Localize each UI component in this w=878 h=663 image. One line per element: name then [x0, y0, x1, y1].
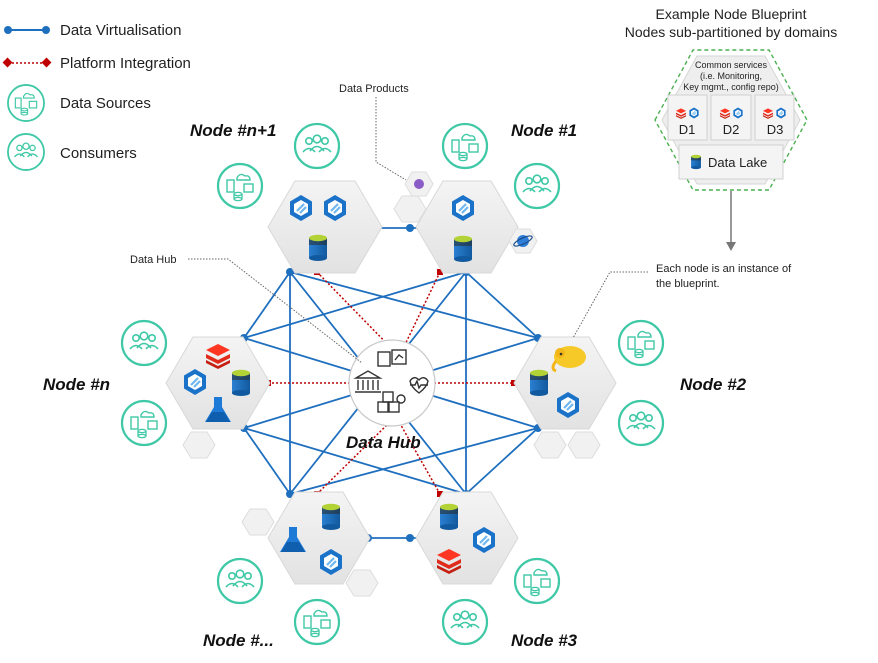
node-n [165, 336, 271, 459]
node-3 [415, 491, 519, 585]
legend-integration: Platform Integration [2, 55, 191, 72]
blueprint-note-line2: the blueprint. [656, 278, 720, 290]
bank-icon [353, 370, 383, 393]
data-lake-icon [691, 154, 701, 170]
blueprint-note: Each node is an instance of the blueprin… [572, 263, 792, 339]
legend-virtualisation: Data Virtualisation [4, 22, 181, 39]
domain-d2 [710, 94, 752, 141]
consumers-icon [216, 557, 264, 605]
data-product-icon [414, 179, 424, 189]
data-hub-label: Data Hub [346, 433, 421, 452]
node-1 [393, 171, 538, 274]
blueprint-title: Example Node Blueprint [656, 6, 807, 22]
arrow-down-icon [726, 242, 736, 251]
data-sources-icon [293, 598, 341, 646]
domain-d3-label: D3 [767, 122, 784, 137]
legend-consumers-label: Consumers [60, 145, 137, 162]
database-icon [322, 503, 340, 530]
data-products-label: Data Products [339, 83, 409, 95]
database-icon [530, 369, 548, 396]
node-dots [241, 491, 379, 597]
consumers-icon [617, 399, 665, 447]
node-dots-label: Node #... [203, 631, 274, 650]
blueprint-subtitle: Nodes sub-partitioned by domains [625, 24, 837, 40]
data-sources-icon [216, 162, 264, 210]
database-icon [232, 369, 250, 396]
node-n-plus-1 [267, 180, 383, 274]
legend-data-sources-label: Data Sources [60, 95, 151, 112]
domain-d3 [754, 94, 795, 141]
node-2 [513, 336, 617, 459]
data-products-callout: Data Products [339, 83, 409, 181]
blueprint-note-line1: Each node is an instance of [656, 263, 792, 275]
domain-d1 [667, 94, 708, 141]
legend-virtualisation-label: Data Virtualisation [60, 22, 181, 39]
node-blueprint: Example Node Blueprint Nodes sub-partiti… [625, 6, 837, 251]
data-sources-icon [7, 84, 45, 122]
consumers-icon [120, 319, 168, 367]
node-3-label: Node #3 [511, 631, 578, 650]
consumers-icon [293, 122, 341, 170]
domain-d1-label: D1 [679, 122, 696, 137]
legend-data-sources: Data Sources [7, 84, 151, 122]
cosmos-icon [517, 235, 529, 247]
data-hub [348, 339, 436, 427]
data-sources-icon [617, 319, 665, 367]
data-hub-callout: Data Hub [130, 254, 363, 364]
node-n-plus-1-label: Node #n+1 [190, 121, 276, 140]
consumers-icon [7, 133, 45, 171]
consumers-icon [441, 598, 489, 646]
data-hub-callout-label: Data Hub [130, 254, 176, 266]
data-sources-icon [120, 399, 168, 447]
database-icon [440, 503, 458, 530]
consumers-icon [513, 162, 561, 210]
node-1-label: Node #1 [511, 121, 577, 140]
legend: Data Virtualisation Platform Integration… [2, 22, 191, 171]
domain-d2-label: D2 [723, 122, 740, 137]
common-services-line1: Common services [695, 60, 768, 70]
health-icon [409, 377, 429, 394]
data-sources-icon [513, 557, 561, 605]
common-services-line3: Key mgmt., config repo) [683, 82, 779, 92]
report-icon [377, 351, 391, 367]
legend-consumers: Consumers [7, 133, 137, 171]
legend-integration-label: Platform Integration [60, 55, 191, 72]
data-lake-label: Data Lake [708, 155, 767, 170]
data-lake-box [678, 144, 784, 180]
database-icon [309, 234, 327, 261]
data-sources-icon [441, 122, 489, 170]
node-2-label: Node #2 [680, 375, 747, 394]
database-icon [454, 235, 472, 262]
node-n-label: Node #n [43, 375, 110, 394]
common-services-line2: (i.e. Monitoring, [700, 71, 762, 81]
